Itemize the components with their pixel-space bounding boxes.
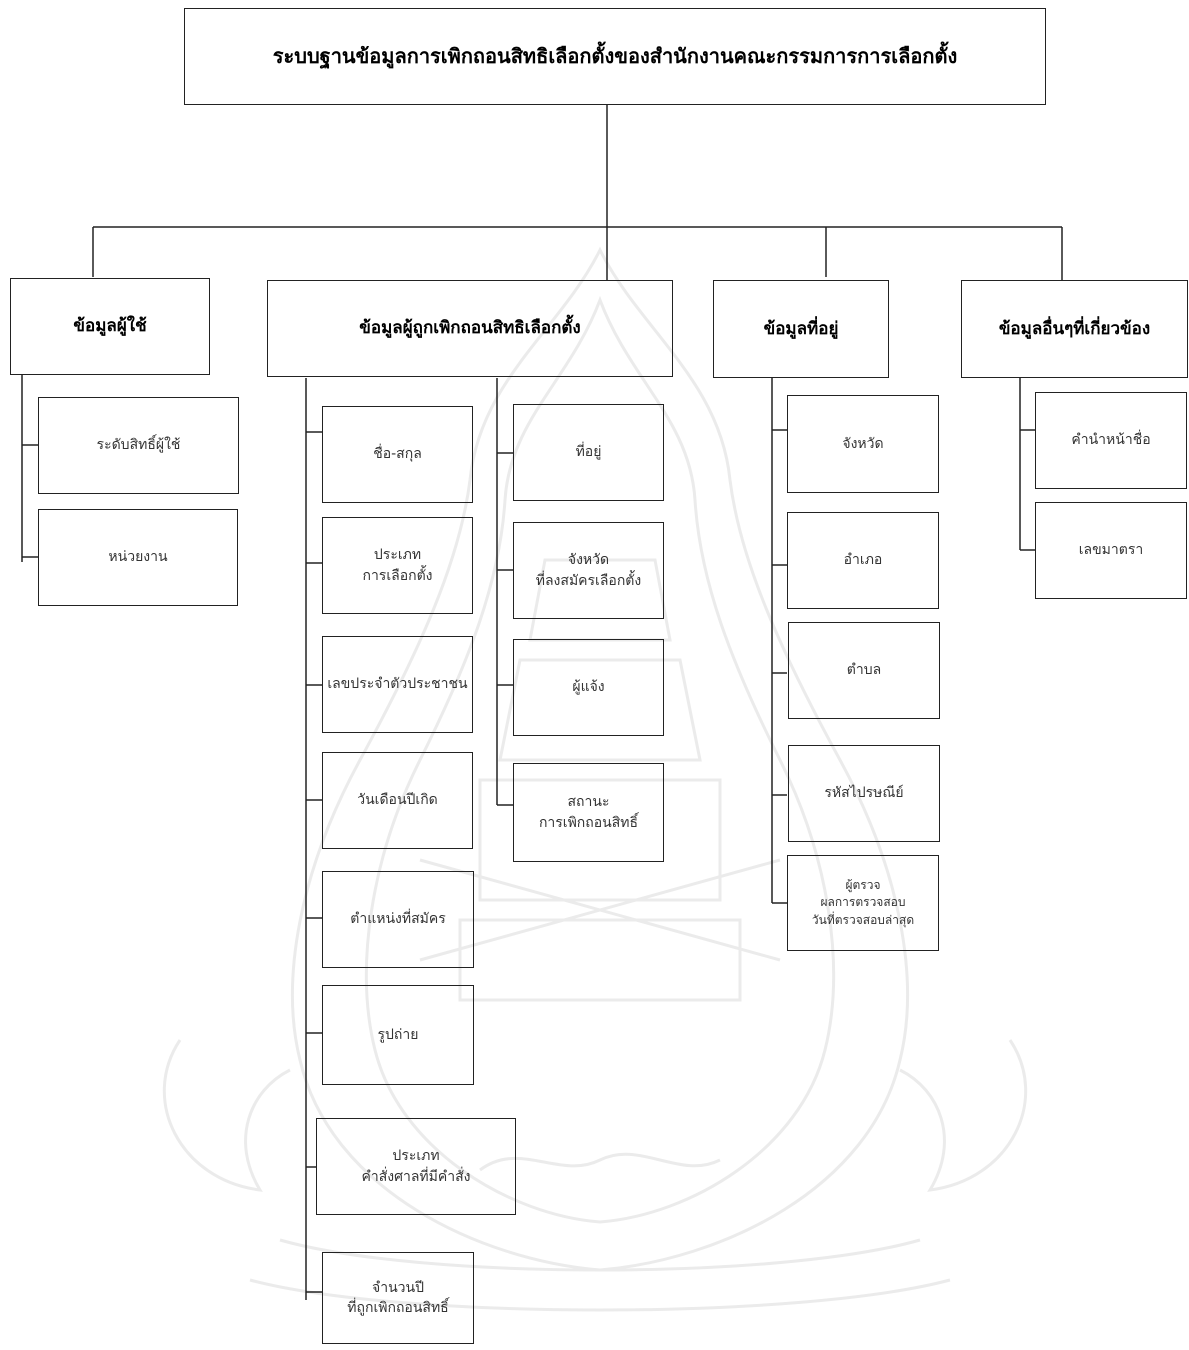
- node-election-type: ประเภท การเลือกตั้ง: [322, 517, 473, 614]
- system-title-box: ระบบฐานข้อมูลการเพิกถอนสิทธิเลือกตั้งของ…: [184, 8, 1046, 105]
- branch-revoked-person-data: ข้อมูลผู้ถูกเพิกถอนสิทธิเลือกตั้ง: [267, 280, 673, 377]
- node-birth-date: วันเดือนปีเกิด: [322, 752, 473, 849]
- node-full-name: ชื่อ-สกุล: [322, 406, 473, 503]
- branch-other-data: ข้อมูลอื่นๆที่เกี่ยวข้อง: [961, 280, 1188, 378]
- node-user-permission-level: ระดับสิทธิ์ผู้ใช้: [38, 397, 239, 494]
- node-agency: หน่วยงาน: [38, 509, 238, 606]
- node-revocation-years: จำนวนปี ที่ถูกเพิกถอนสิทธิ์: [322, 1252, 474, 1344]
- node-name-prefix: คำนำหน้าชื่อ: [1035, 392, 1187, 489]
- node-province: จังหวัด: [787, 395, 939, 493]
- node-citizen-id: เลขประจำตัวประชาชน: [322, 636, 473, 733]
- node-inspector: ผู้ตรวจ ผลการตรวจสอบ วันที่ตรวจสอบล่าสุด: [787, 855, 939, 951]
- node-subdistrict: ตำบล: [788, 622, 940, 719]
- node-revocation-status: สถานะ การเพิกถอนสิทธิ์: [513, 763, 664, 862]
- node-reporter: ผู้แจ้ง: [513, 639, 664, 736]
- node-court-order-type: ประเภท คำสั่งศาลที่มีคำสั่ง: [316, 1118, 516, 1215]
- node-photo: รูปถ่าย: [322, 985, 474, 1085]
- node-address: ที่อยู่: [513, 404, 664, 501]
- node-applied-position: ตำแหน่งที่สมัคร: [322, 871, 474, 968]
- node-law-section: เลขมาตรา: [1035, 502, 1187, 599]
- node-postal-code: รหัสไปรษณีย์: [788, 745, 940, 842]
- branch-user-data: ข้อมูลผู้ใช้: [10, 278, 210, 375]
- node-election-province: จังหวัด ที่ลงสมัครเลือกตั้ง: [513, 522, 664, 619]
- node-district: อำเภอ: [787, 512, 939, 609]
- branch-address-data: ข้อมูลที่อยู่: [713, 280, 889, 378]
